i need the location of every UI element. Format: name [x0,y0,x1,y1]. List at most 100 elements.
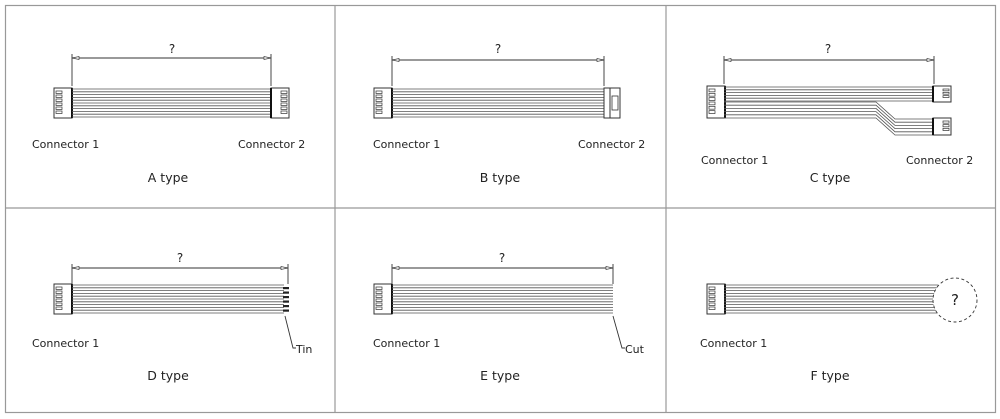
connector-pin [55,106,63,110]
wire [724,101,933,120]
ribbon-cable [72,88,271,118]
connector-pin [375,106,383,110]
arrow-head-icon [71,56,272,60]
connector-pin [708,306,716,310]
panel-a: ? Connector 1 Connector 2 A type [32,42,305,185]
panel-c: ? Connector 1 Connector 2 C type [701,42,973,185]
ribbon-cable [72,284,284,314]
connector-latch [611,95,619,111]
tin-label: Tin [295,343,312,356]
leader-line [612,315,625,349]
unknown-end-label: ? [951,291,959,309]
tinned-end [283,309,289,312]
panel-title: D type [147,368,189,383]
connector-pin [708,290,716,294]
connector-2-label: Connector 2 [238,138,305,151]
connector-1-label: Connector 1 [373,337,440,350]
panel-title: B type [480,170,521,185]
ribbon-cable [392,88,604,118]
connector-pin [280,106,288,110]
connector-pin [55,306,63,310]
tinned-end [283,305,289,308]
dimension-line [71,54,272,86]
connector-pin [708,302,716,306]
connector-pin [280,98,288,102]
wire [724,114,933,133]
connector-pin [708,97,716,101]
drawings [53,54,978,349]
connector-pin [55,286,63,290]
dimension-line [723,56,935,84]
arrow-head-icon [391,58,605,62]
dimension-label: ? [169,42,175,56]
connector-pin [942,127,950,131]
connector-1-label: Connector 1 [701,154,768,167]
connector-pin [375,298,383,302]
connector-pin [55,294,63,298]
arrow-head-icon [723,58,935,62]
dimension-line [391,264,614,284]
connector-pin [708,88,716,93]
connector-pin [708,298,716,302]
dimension-label: ? [499,251,505,265]
dimension-line [391,56,605,86]
connector-pin [55,102,63,106]
panel-e: ? Connector 1 Cut E type [373,251,645,383]
connector-pin [942,124,950,128]
connector-pin [708,294,716,298]
connector-pin [55,110,63,114]
connector-pin [55,90,63,94]
connector-1-label: Connector 1 [32,337,99,350]
connector-pin [708,92,716,97]
connector-pin [942,120,950,124]
connector-pin [942,95,950,98]
connector-1-label: Connector 1 [32,138,99,151]
connector-1-label: Connector 1 [700,337,767,350]
connector-icon [373,87,393,119]
connector-pin [708,110,716,114]
connector-pin [375,110,383,114]
connector-icon [373,283,393,315]
arrow-head-icon [71,266,289,270]
dimension-line [71,264,289,284]
dimension-label: ? [495,42,501,56]
connector-pin [280,102,288,106]
connector-pin [375,94,383,98]
connector-2-label: Connector 2 [578,138,645,151]
connector-pin [280,94,288,98]
connector-pin [708,101,716,106]
connector-pin [55,94,63,98]
connector-pin [55,290,63,294]
wire [724,104,933,123]
connector-1-label: Connector 1 [373,138,440,151]
unknown-end-circle [932,277,978,323]
tinned-end [283,296,289,299]
connector-pin [375,98,383,102]
ribbon-cable [724,86,933,102]
panel-d: ? Connector 1 Tin D type [32,251,312,383]
panel-title: C type [810,170,851,185]
outer-border [4,4,997,414]
connector-pin [280,110,288,114]
connector-icon [706,283,726,315]
connector-icon [706,85,726,119]
connector-icon [53,87,73,119]
panel-title: F type [810,368,849,383]
connector-icon [932,85,952,103]
connector-pin [375,290,383,294]
tinned-end [283,287,289,290]
connector-icon [53,283,73,315]
connector-icon [270,87,290,119]
cut-label: Cut [625,343,645,356]
panel-title: E type [480,368,520,383]
connector-pin [708,105,716,110]
connector-pin [375,286,383,290]
ribbon-cable-branch [724,101,933,136]
leader-line [284,315,296,349]
wire [724,108,933,126]
arrow-head-icon [391,266,614,270]
connector-pin [375,294,383,298]
dimension-label: ? [825,42,831,56]
connector-2-icon [603,87,621,119]
